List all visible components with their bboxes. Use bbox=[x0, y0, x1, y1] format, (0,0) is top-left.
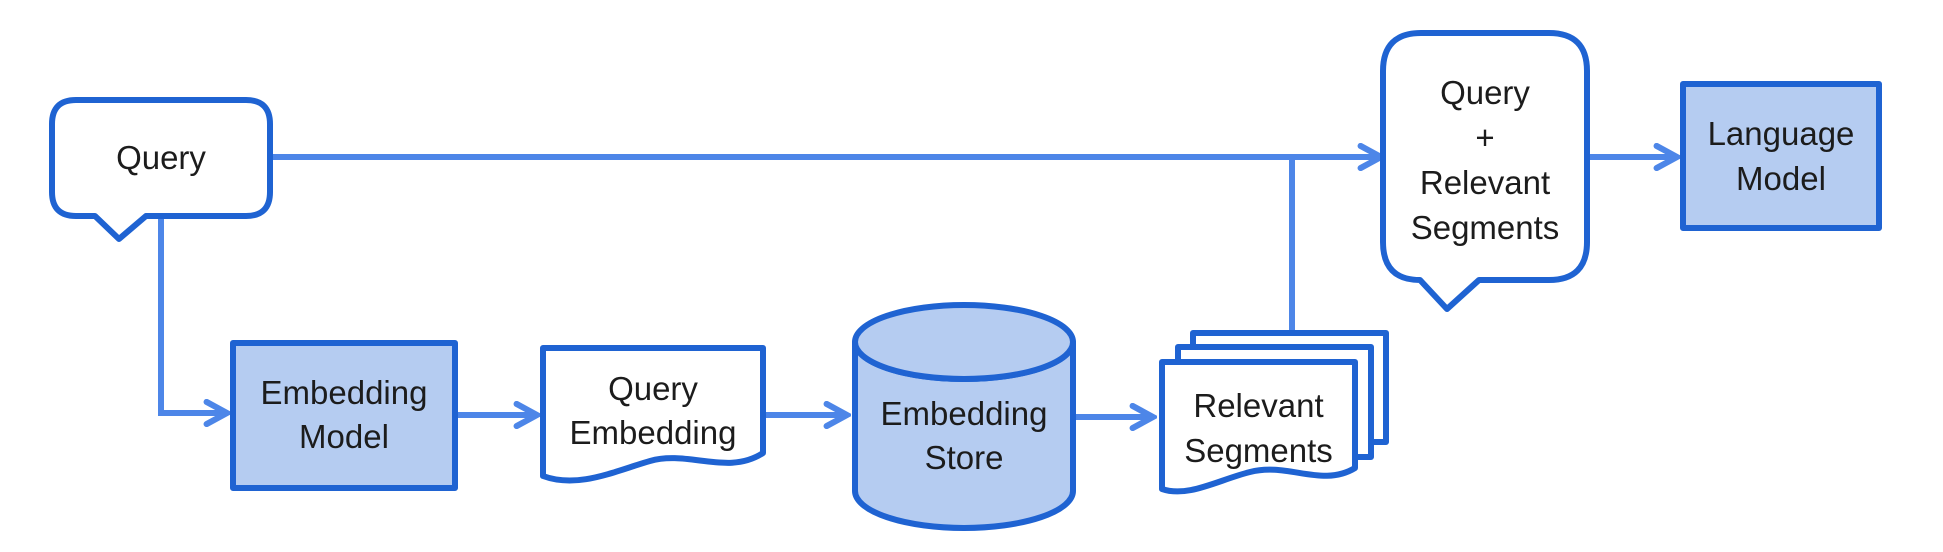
relevant-segments-page-front bbox=[1159, 359, 1358, 495]
embedding-model-label: Embedding Model bbox=[260, 374, 428, 455]
language-model-shape bbox=[1680, 81, 1882, 231]
edge-query-to-embedding-model bbox=[158, 216, 224, 413]
combined-bubble-shape bbox=[1380, 30, 1590, 312]
relevant-segments-label: Relevant Segments bbox=[1184, 387, 1333, 469]
embedding-model-shape bbox=[230, 340, 458, 491]
query-embedding-document-shape bbox=[540, 345, 766, 484]
embedding-store-label: Embedding Store bbox=[880, 395, 1048, 476]
query-bubble-shape bbox=[49, 97, 273, 242]
combined-query-segments-label: Query + Relevant Segments bbox=[1410, 74, 1560, 246]
language-model-label: Language Model bbox=[1707, 115, 1855, 197]
query-label: Query bbox=[116, 139, 206, 176]
embedding-store-cylinder-top bbox=[852, 302, 1076, 382]
query-embedding-label: Query Embedding bbox=[569, 370, 737, 451]
